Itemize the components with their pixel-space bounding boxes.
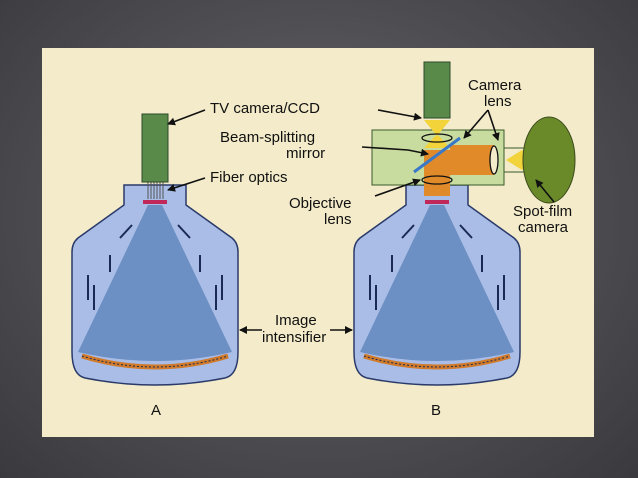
label-beam-splitting-2: mirror bbox=[286, 145, 325, 162]
fiber-optics bbox=[147, 182, 164, 199]
output-phosphor-a bbox=[143, 200, 167, 204]
label-panel-b: B bbox=[431, 402, 441, 419]
spot-film-lens bbox=[489, 145, 499, 175]
label-objective-1: Objective bbox=[289, 195, 352, 212]
label-camera-lens-2: lens bbox=[484, 93, 512, 110]
light-cone-b bbox=[360, 205, 514, 361]
label-beam-splitting-1: Beam-splitting bbox=[220, 129, 315, 146]
label-image-2: intensifier bbox=[262, 329, 326, 346]
arrow-objective bbox=[374, 178, 421, 197]
label-objective-2: lens bbox=[324, 211, 352, 228]
label-image-1: Image bbox=[275, 312, 317, 329]
label-camera-lens-1: Camera bbox=[468, 77, 522, 94]
spot-film-camera bbox=[522, 116, 576, 204]
arrow-spot-film bbox=[535, 179, 555, 203]
system-b bbox=[353, 61, 576, 386]
camera-lens bbox=[421, 133, 453, 143]
label-fiber-optics: Fiber optics bbox=[210, 169, 288, 186]
arrow-fiber bbox=[167, 177, 206, 192]
arrow-cam-lens-2 bbox=[487, 109, 500, 141]
label-spot-film-1: Spot-film bbox=[513, 203, 572, 220]
pointer-arrows bbox=[167, 109, 555, 334]
horizontal-beam bbox=[450, 145, 494, 175]
system-a bbox=[71, 113, 239, 386]
arrow-tv-a bbox=[167, 109, 206, 126]
label-panel-a: A bbox=[151, 402, 161, 419]
electrode-lines-a bbox=[87, 224, 223, 310]
beam-splitting-mirror bbox=[413, 136, 461, 174]
tv-camera-a bbox=[141, 113, 169, 183]
light-cone-a bbox=[78, 205, 232, 361]
arrow-cam-lens-1 bbox=[463, 109, 489, 139]
objective-column bbox=[424, 150, 450, 196]
arrow-tv-b bbox=[377, 109, 422, 121]
arrow-mirror bbox=[361, 146, 429, 157]
output-phosphor-b bbox=[425, 200, 449, 204]
label-spot-film-2: camera bbox=[518, 219, 569, 236]
objective-lens bbox=[421, 175, 453, 185]
tv-camera-b bbox=[423, 61, 451, 119]
labels: TV camera/CCD Fiber optics Beam-splittin… bbox=[151, 77, 572, 419]
label-tv-camera: TV camera/CCD bbox=[210, 100, 320, 117]
electrode-lines-b bbox=[369, 224, 505, 310]
